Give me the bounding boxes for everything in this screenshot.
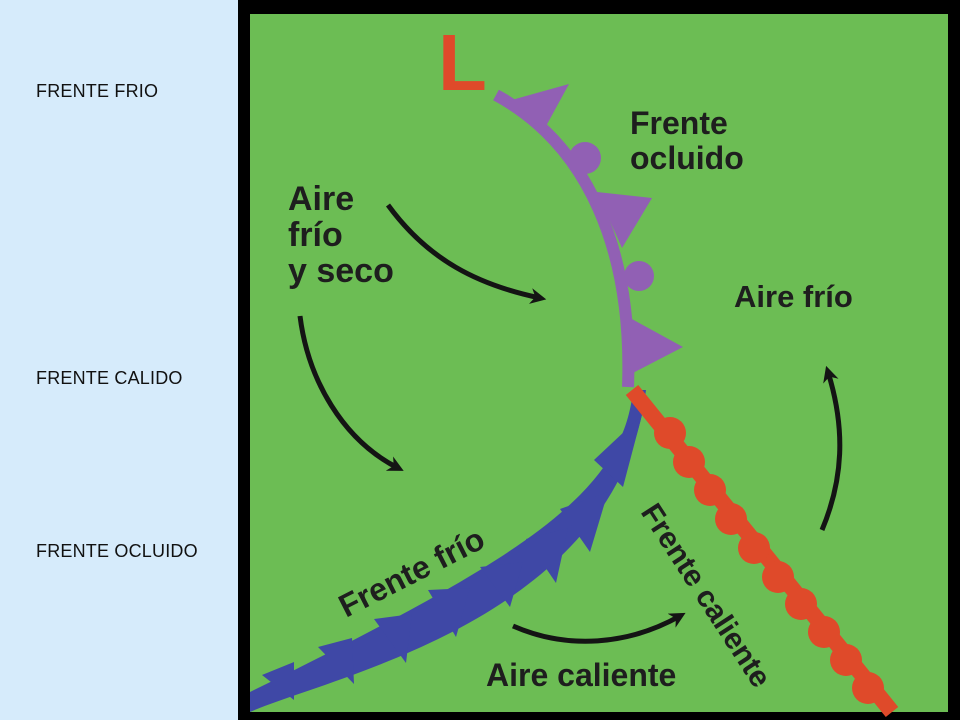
arrow-icon (385, 203, 547, 304)
cold-air-label: Aire frío (734, 279, 853, 314)
sidebar-panel: FRENTE FRIO FRENTE CALIDO FRENTE OCLUIDO (0, 0, 238, 720)
arrow-icon (819, 365, 843, 531)
diagram-canvas: L (250, 14, 948, 718)
cold-dry-air-label-line3: y seco (288, 252, 394, 290)
arrow-icon (297, 315, 404, 471)
occluded-triangle (508, 84, 569, 128)
occluded-front-label-line2: ocluido (630, 140, 744, 176)
label-frente-frio: FRENTE FRIO (36, 81, 159, 101)
occluded-semicircle (624, 261, 654, 291)
occluded-semicircle (569, 142, 601, 174)
occluded-front-label-line1: Frente (630, 105, 728, 141)
cold-dry-air-label-line2: frío (288, 216, 343, 254)
arrow-icon (512, 612, 686, 644)
air-flow-arrows (297, 203, 843, 644)
warm-air-label: Aire caliente (486, 657, 676, 693)
label-frente-calido: FRENTE CALIDO (36, 368, 183, 388)
label-frente-ocluido: FRENTE OCLUIDO (36, 541, 198, 561)
cold-front (250, 390, 646, 712)
weather-front-diagram: L (238, 0, 960, 720)
occluded-front (493, 84, 683, 388)
low-pressure-symbol: L (438, 18, 487, 107)
warm-front (625, 384, 899, 718)
occluded-triangle (597, 192, 652, 248)
occluded-triangle (630, 318, 683, 374)
cold-dry-air-label-line1: Aire (288, 180, 354, 218)
diagram-background (250, 14, 948, 712)
